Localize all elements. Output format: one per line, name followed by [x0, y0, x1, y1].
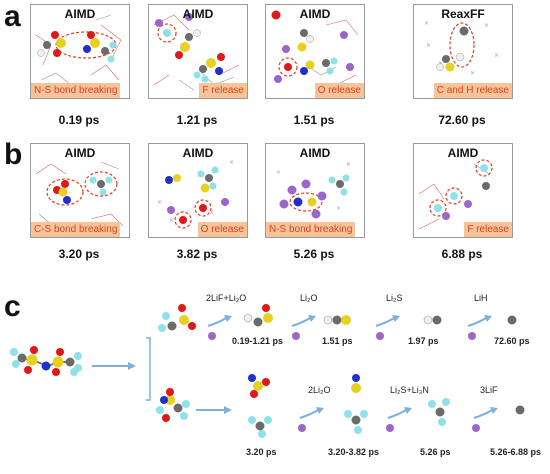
box-title: AIMD	[182, 7, 214, 21]
reaction-arrow	[375, 317, 395, 327]
reaction-arrow	[473, 409, 493, 419]
carbon-atom	[507, 315, 517, 325]
svg-text:×: ×	[276, 169, 281, 176]
product-label: Li₂S	[386, 293, 403, 303]
bottom-fragment-2	[248, 374, 272, 438]
molecule-snapshot	[271, 10, 359, 86]
top-fragment-4	[423, 315, 442, 325]
product-label: 3LiF	[480, 385, 498, 395]
panel-b-box-3: × × × AIMD N-S bond breaking	[265, 143, 365, 238]
event-label: O release	[314, 83, 364, 98]
time-label: 72.60 ps	[438, 113, 486, 127]
event-label: F release	[464, 222, 512, 237]
reaction-arrow	[207, 317, 227, 327]
time-label: 1.51 ps	[293, 113, 335, 127]
bottom-fragment-3	[344, 374, 368, 434]
time-label: 0.19-1.21 ps	[232, 336, 284, 346]
event-label: F release	[199, 83, 247, 98]
product-label: LiH	[474, 293, 488, 303]
event-label: N-S bond breaking	[266, 222, 356, 237]
panel-b-box-2: × × × × AIMD O release	[148, 143, 248, 238]
top-fragment-3	[323, 315, 351, 325]
event-label: N-S bond breaking	[31, 83, 121, 98]
reaction-arrow	[291, 317, 311, 327]
box-title: AIMD	[447, 146, 479, 160]
carbon-atom	[515, 405, 525, 415]
time-label: 3.82 ps	[176, 247, 218, 261]
time-label: 1.97 ps	[408, 336, 439, 346]
box-title: AIMD	[182, 146, 214, 160]
event-label: C and H release	[433, 83, 512, 98]
box-title: AIMD	[299, 146, 331, 160]
product-label: 2LiF+Li₂O	[206, 293, 247, 303]
svg-text:×: ×	[346, 161, 351, 168]
svg-text:×: ×	[169, 217, 174, 224]
molecule-snapshot: × × ×	[276, 161, 351, 219]
time-label: 5.26 ps	[420, 447, 451, 457]
time-label: 1.21 ps	[176, 113, 218, 127]
panel-c-letter: c	[4, 290, 21, 323]
svg-text:×: ×	[209, 209, 214, 216]
panel-b-box-1: AIMD C-S bond breaking	[30, 143, 130, 238]
box-title: AIMD	[299, 7, 331, 21]
top-fragment-2	[243, 304, 273, 327]
time-label: 0.19 ps	[58, 113, 100, 127]
time-label: 3.20 ps	[58, 247, 100, 261]
svg-text:×: ×	[470, 70, 475, 77]
svg-text:×: ×	[157, 199, 162, 206]
time-label: 5.26 ps	[293, 247, 335, 261]
reaction-arrow	[467, 317, 487, 327]
box-title: ReaxFF	[441, 7, 485, 21]
bottom-fragment-1	[156, 388, 190, 422]
reaction-arrow	[387, 409, 407, 419]
svg-text:×: ×	[336, 205, 341, 212]
product-label: 2Li₂O	[308, 385, 331, 395]
bottom-fragment-4	[428, 398, 450, 426]
panel-a-box-1: AIMD N-S bond breaking	[30, 4, 130, 99]
molecule-snapshot: ××××××	[424, 20, 499, 77]
molecule-snapshot: × × × ×	[157, 159, 234, 229]
time-label: 72.60 ps	[494, 336, 530, 346]
box-title: AIMD	[64, 7, 96, 21]
molecule-snapshot	[35, 14, 122, 86]
panel-a-box-2: AIMD F release	[148, 4, 248, 99]
svg-text:×: ×	[494, 52, 499, 59]
parent-molecule	[10, 346, 82, 376]
panel-b-box-4: AIMD F release	[413, 143, 513, 238]
time-label: 3.20-3.82 ps	[328, 447, 380, 457]
time-label: 5.26-6.88 ps	[490, 447, 542, 457]
top-fragment-1	[158, 304, 196, 332]
svg-text:×: ×	[426, 42, 431, 49]
panel-a-letter: a	[4, 0, 21, 33]
branch-bracket	[146, 337, 151, 401]
time-label: 6.88 ps	[441, 247, 483, 261]
reaction-arrow	[299, 409, 319, 419]
product-label: Li₂S+Li₃N	[390, 385, 429, 395]
event-label: C-S bond breaking	[31, 222, 121, 237]
box-title: AIMD	[64, 146, 96, 160]
svg-text:×: ×	[229, 159, 234, 166]
panel-a-box-3: AIMD O release	[265, 4, 365, 99]
panel-a-box-4: ×××××× ReaxFF C and H release	[413, 4, 513, 99]
time-label: 1.51 ps	[322, 336, 353, 346]
svg-text:×: ×	[424, 20, 429, 27]
panel-b-letter: b	[4, 138, 23, 171]
time-label: 3.20 ps	[246, 447, 277, 457]
svg-text:×: ×	[484, 22, 489, 29]
product-label: Li₂O	[300, 293, 318, 303]
event-label: O release	[197, 222, 247, 237]
